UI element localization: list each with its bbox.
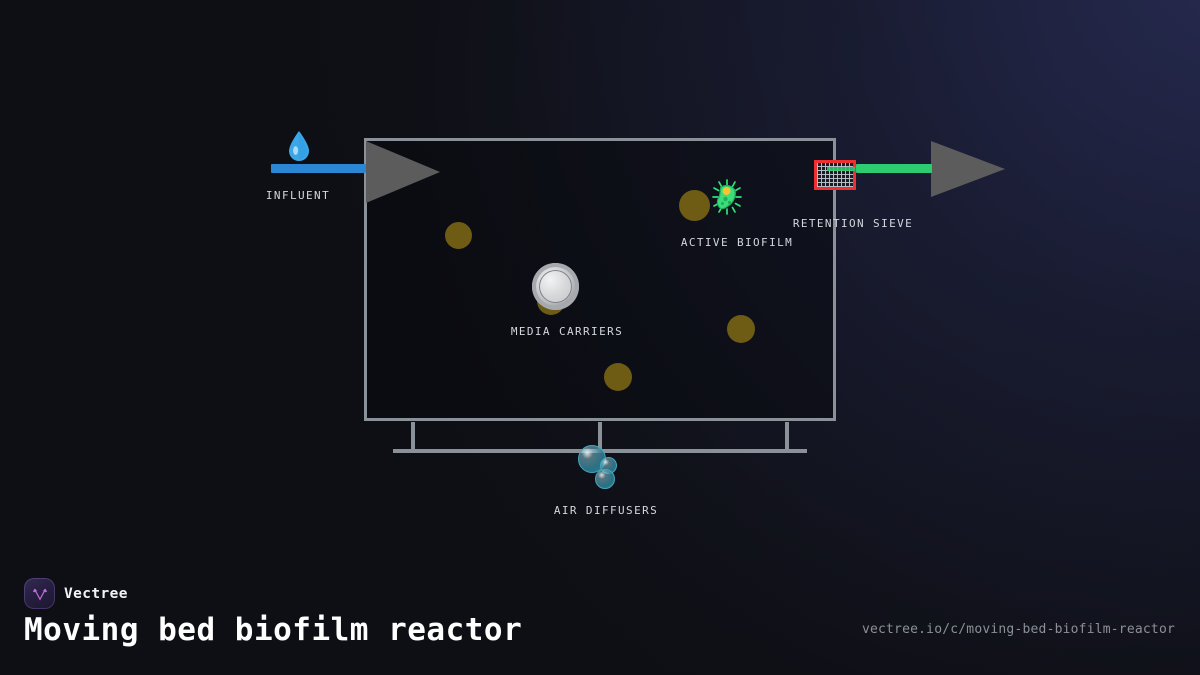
- media-carrier-disc-inner: [539, 270, 572, 303]
- brand: Vectree: [24, 578, 128, 609]
- outlet-arrow-icon: [931, 141, 1005, 197]
- media-carrier-particle: [679, 190, 710, 221]
- sieve-flow-highlight: [827, 167, 855, 171]
- microbe-icon: [708, 178, 746, 216]
- reactor-tank: [364, 138, 836, 421]
- mesh-sieve-icon: [814, 160, 856, 190]
- bubbles-icon: [578, 443, 620, 489]
- media-carrier-particle: [727, 315, 755, 343]
- influent-pipe: [271, 164, 366, 173]
- vectree-logo-icon: [24, 578, 55, 609]
- mbbr-diagram: INFLUENT ACTIVE BIOFILM MEDIA CARRIERS R…: [265, 130, 1005, 517]
- droplet-icon: [287, 130, 311, 162]
- bubble-medium: [595, 469, 615, 489]
- label-influent: INFLUENT: [265, 189, 331, 202]
- effluent-pipe: [856, 164, 932, 173]
- page-url: vectree.io/c/moving-bed-biofilm-reactor: [861, 622, 1175, 637]
- label-active-biofilm: ACTIVE BIOFILM: [680, 236, 794, 249]
- label-air-diffusers: AIR DIFFUSERS: [553, 504, 659, 517]
- media-carrier-particle: [445, 222, 472, 249]
- aeration-manifold-leg: [598, 422, 602, 451]
- media-carrier-disc-icon: [532, 263, 579, 310]
- label-retention-sieve: RETENTION SIEVE: [792, 217, 914, 230]
- aeration-manifold-leg: [411, 422, 415, 451]
- footer: Vectree Moving bed biofilm reactor vectr…: [0, 560, 1200, 675]
- label-media-carriers: MEDIA CARRIERS: [510, 325, 624, 338]
- aeration-manifold-leg: [785, 422, 789, 451]
- media-carrier-particle: [604, 363, 632, 391]
- brand-name: Vectree: [64, 585, 128, 602]
- page-title: Moving bed biofilm reactor: [24, 612, 523, 648]
